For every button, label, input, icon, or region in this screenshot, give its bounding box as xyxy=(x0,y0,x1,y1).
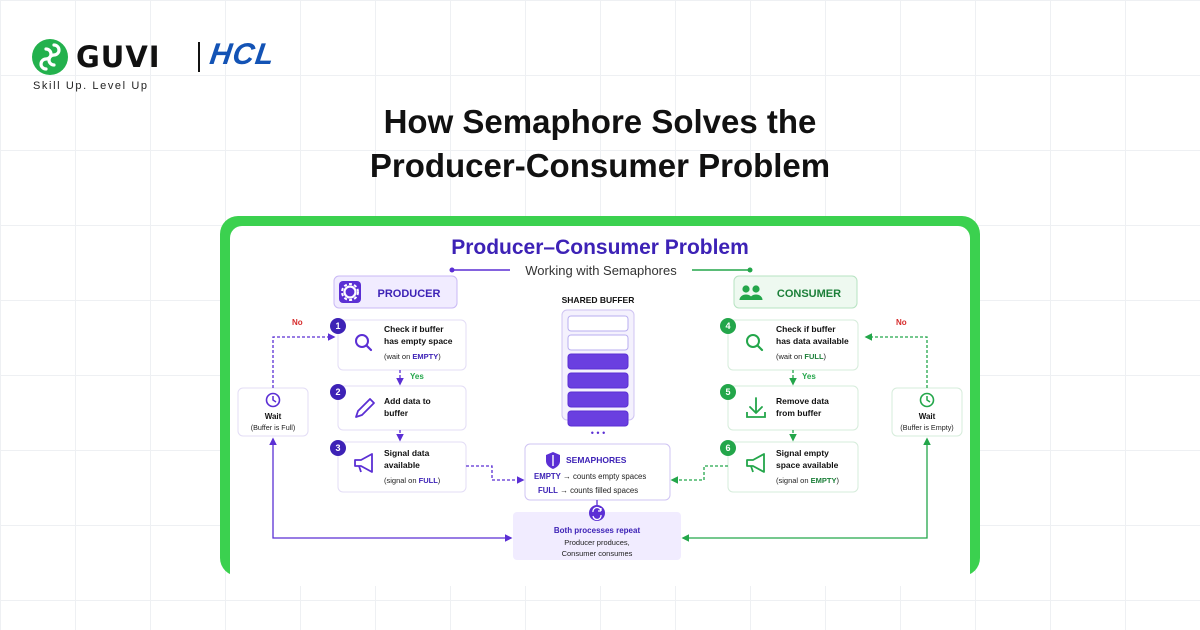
page-title-line1: How Semaphore Solves the xyxy=(383,103,817,140)
svg-text:Signal empty: Signal empty xyxy=(776,448,829,458)
wait-producer-box: Wait (Buffer is Full) xyxy=(237,387,309,437)
subtitle-dot-left xyxy=(449,267,455,273)
yes-label-consumer: Yes xyxy=(802,372,816,381)
buffer-slot-filled xyxy=(567,410,629,427)
svg-text:2: 2 xyxy=(335,387,340,397)
svg-text:from buffer: from buffer xyxy=(776,408,822,418)
page-title: How Semaphore Solves the Producer-Consum… xyxy=(250,100,950,188)
svg-text:has data available: has data available xyxy=(776,336,849,346)
producer-label: PRODUCER xyxy=(378,288,441,300)
producer-step-2: 2 Add data to buffer xyxy=(330,384,467,431)
diagram-subtitle: Working with Semaphores xyxy=(525,263,677,278)
buffer-slot-empty xyxy=(567,334,629,351)
svg-text:SEMAPHORES: SEMAPHORES xyxy=(566,455,627,465)
svg-text:(Buffer is Empty): (Buffer is Empty) xyxy=(900,423,953,432)
svg-text:Wait: Wait xyxy=(265,412,282,421)
svg-text:3: 3 xyxy=(335,443,340,453)
svg-text:Wait: Wait xyxy=(919,412,936,421)
arrow-step6-semaphores xyxy=(670,465,728,484)
svg-text:space available: space available xyxy=(776,460,839,470)
arrow-no-consumer xyxy=(864,333,928,388)
svg-text:6: 6 xyxy=(725,443,730,453)
producer-header: PRODUCER xyxy=(333,275,458,309)
loop-repeat-producer xyxy=(269,437,513,542)
semaphores-box: SEMAPHORES EMPTY → counts empty spaces F… xyxy=(524,443,671,501)
guvi-wordmark: GUVI xyxy=(76,40,161,74)
semaphore-empty-row: EMPTY → counts empty spaces xyxy=(534,472,646,481)
buffer-slot-filled xyxy=(567,391,629,408)
svg-text:5: 5 xyxy=(725,387,730,397)
search-icon xyxy=(746,334,764,352)
svg-text:(wait on EMPTY): (wait on EMPTY) xyxy=(384,352,441,361)
shield-icon xyxy=(546,452,560,469)
step-badge xyxy=(720,384,736,400)
step-badge xyxy=(330,318,346,334)
clock-icon xyxy=(919,392,935,408)
buffer-slot-filled xyxy=(567,372,629,389)
svg-text:has empty space: has empty space xyxy=(384,336,453,346)
consumer-step-4: 4 Check if buffer has data available (wa… xyxy=(720,318,859,371)
no-label-producer: No xyxy=(292,318,303,327)
pencil-icon xyxy=(355,398,375,418)
yes-label-producer: Yes xyxy=(410,372,424,381)
step-badge xyxy=(330,384,346,400)
users-icon xyxy=(739,285,763,300)
svg-text:(Buffer is Full): (Buffer is Full) xyxy=(251,423,296,432)
consumer-step-5: 5 Remove data from buffer xyxy=(720,384,859,431)
svg-text:buffer: buffer xyxy=(384,408,409,418)
arrow-no-producer xyxy=(272,333,336,388)
svg-text:Check if buffer: Check if buffer xyxy=(776,324,836,334)
diagram-title: Producer–Consumer Problem xyxy=(451,236,749,259)
svg-text:4: 4 xyxy=(725,321,730,331)
buffer-slots xyxy=(567,315,629,427)
step-badge xyxy=(720,318,736,334)
buffer-slot-empty xyxy=(567,315,629,332)
svg-text:Producer produces,: Producer produces, xyxy=(564,538,629,547)
hcl-wordmark: HCL xyxy=(207,38,278,71)
brand-tagline: Skill Up. Level Up xyxy=(33,80,149,92)
svg-text:available: available xyxy=(384,460,420,470)
page-title-line2: Producer-Consumer Problem xyxy=(369,147,831,184)
brand-header: GUVI HCL Skill Up. Level Up xyxy=(32,36,352,96)
svg-text:(signal on EMPTY): (signal on EMPTY) xyxy=(776,476,839,485)
subtitle-dot-right xyxy=(747,267,753,273)
svg-text:Signal data: Signal data xyxy=(384,448,430,458)
svg-text:(signal on FULL): (signal on FULL) xyxy=(384,476,441,485)
no-label-consumer: No xyxy=(896,318,907,327)
consumer-header: CONSUMER xyxy=(733,275,858,309)
producer-consumer-diagram: Producer–Consumer Problem Working with S… xyxy=(237,236,963,560)
svg-text:Remove data: Remove data xyxy=(776,396,829,406)
wait-consumer-box: Wait (Buffer is Empty) xyxy=(891,387,963,437)
buffer-slot-filled xyxy=(567,353,629,370)
clock-icon xyxy=(265,392,281,408)
repeat-box: Both processes repeat Producer produces,… xyxy=(513,505,681,560)
semaphore-full-row: FULL → counts filled spaces xyxy=(538,486,638,495)
producer-step-3: 3 Signal data available (signal on FULL) xyxy=(330,440,467,493)
consumer-label: CONSUMER xyxy=(777,288,841,300)
consumer-step-6: 6 Signal empty space available (signal o… xyxy=(720,440,859,493)
search-icon xyxy=(355,334,373,352)
svg-text:Consumer consumes: Consumer consumes xyxy=(562,549,633,558)
producer-step-1: 1 Check if buffer has empty space (wait … xyxy=(330,318,467,371)
brand-divider xyxy=(198,42,200,72)
svg-text:Add data to: Add data to xyxy=(384,396,431,406)
shared-buffer-label: SHARED BUFFER xyxy=(562,295,635,305)
svg-text:1: 1 xyxy=(335,321,340,331)
arrow-step3-semaphores xyxy=(466,465,525,484)
svg-text:Both processes repeat: Both processes repeat xyxy=(554,526,641,535)
guvi-logo-icon xyxy=(32,39,68,75)
svg-text:(wait on FULL): (wait on FULL) xyxy=(776,352,827,361)
svg-text:Check if buffer: Check if buffer xyxy=(384,324,444,334)
download-icon xyxy=(746,397,766,418)
loop-repeat-consumer xyxy=(681,437,931,542)
buffer-ellipsis: • • • xyxy=(591,428,605,438)
